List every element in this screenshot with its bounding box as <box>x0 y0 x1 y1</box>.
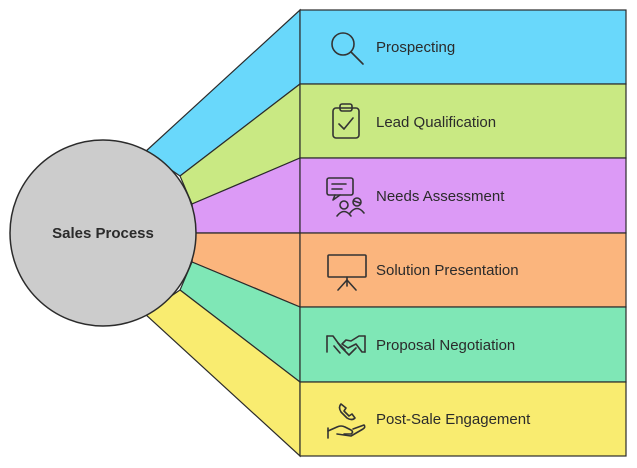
band-solution-presentation <box>299 232 627 308</box>
center-circle <box>9 139 197 327</box>
stage-label-post-sale-engagement: Post-Sale Engagement <box>376 411 531 428</box>
phone-hand-icon <box>327 403 366 439</box>
band-lead-qualification <box>299 83 627 159</box>
stage-labels: Prospecting Lead Qualification Needs Ass… <box>376 39 531 428</box>
stage-label-proposal-negotiation: Proposal Negotiation <box>376 337 515 354</box>
chat-people-icon <box>326 177 365 217</box>
presentation-board-icon <box>327 254 367 291</box>
band-needs-assessment <box>299 157 627 234</box>
stage-label-prospecting: Prospecting <box>376 39 455 56</box>
stage-label-needs-assessment: Needs Assessment <box>376 188 505 205</box>
stage-bands <box>299 9 627 457</box>
stage-label-lead-qualification: Lead Qualification <box>376 114 496 131</box>
band-prospecting <box>299 9 627 85</box>
clipboard-check-icon <box>332 103 360 139</box>
magnifier-icon <box>331 32 364 65</box>
center-label: Sales Process <box>52 225 154 242</box>
stage-label-solution-presentation: Solution Presentation <box>376 262 519 279</box>
handshake-icon <box>326 335 366 356</box>
